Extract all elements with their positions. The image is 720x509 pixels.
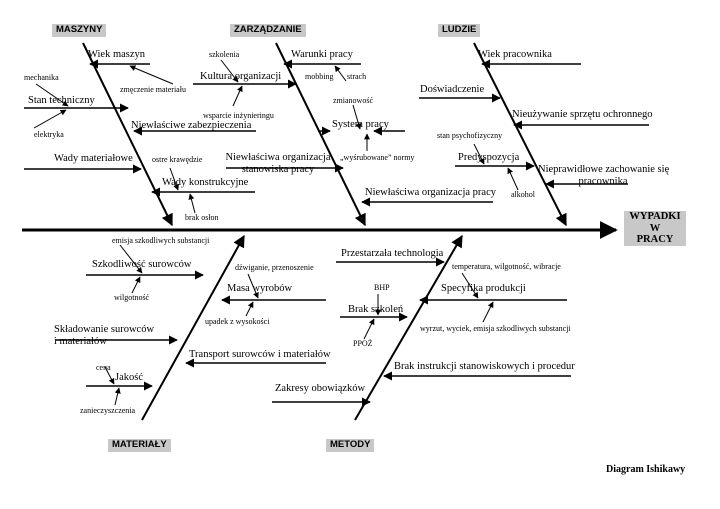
cause-arrow: [473, 143, 485, 165]
label-zakresy-obowiazkow: Zakresy obowiązków: [275, 383, 366, 394]
effect-box: WYPADKI W PRACY: [624, 211, 686, 246]
label-wysrubowane: „wyśrubowane” normy: [340, 153, 415, 162]
label-kultura-organizacji: Kultura organizacji: [200, 71, 282, 82]
label-nieuzywanie: Nieużywanie sprzętu ochronnego: [512, 109, 653, 120]
cause-arrow: [232, 85, 243, 107]
label-brak-szkolen: Brak szkoleń: [348, 304, 404, 315]
category-zarzadzanie: ZARZĄDZANIE: [230, 24, 306, 37]
cause-arrow: [247, 273, 259, 299]
effect-line-3: PRACY: [636, 234, 674, 246]
label-masa-wyrobow: Masa wyrobów: [227, 283, 293, 294]
label-szkolenia: szkolenia: [209, 50, 240, 59]
label-warunki-pracy: Warunki pracy: [291, 49, 353, 60]
effect-line-2: W: [649, 222, 661, 234]
label-mechanika: mechanika: [24, 73, 59, 82]
cause-arrow: [131, 276, 141, 294]
cause-arrow: [35, 83, 69, 107]
cause-arrow: [129, 65, 174, 85]
label-bhp: BHP: [374, 283, 390, 292]
label-brak-instrukcji: Brak instrukcji stanowiskowych i procedu…: [394, 361, 575, 372]
label-niewlasciwa-org-line-1: Niewłaściwa organizacja: [225, 152, 331, 163]
label-emisja: emisja szkodliwych substancji: [112, 236, 210, 245]
label-wyrzut: wyrzut, wyciek, emisja szkodliwych subst…: [420, 324, 571, 333]
category-maszyny: MASZYNY: [52, 24, 107, 37]
label-niewlasciwe-zabezpieczenia: Niewłaściwe zabezpieczenia: [131, 120, 252, 131]
rib-maszyny: [82, 42, 173, 227]
label-nieprawidlowe-zachowanie: Nieprawidłowe zachowanie się pracownika: [538, 164, 670, 188]
label-przestarzala-technologia: Przestarzała technologia: [341, 248, 444, 259]
label-upadek: upadek z wysokości: [205, 317, 270, 326]
cause-arrow: [461, 272, 479, 299]
label-szkodliwosc-surowcow: Szkodliwość surowców: [92, 259, 192, 270]
label-temperatura: temperatura, wilgotność, wibracje: [452, 262, 561, 271]
label-transport: Transport surowców i materiałów: [189, 349, 331, 360]
label-ppoz: PPOŻ: [353, 339, 373, 348]
label-wiek-maszyn: Wiek maszyn: [88, 49, 146, 60]
label-wilgotnosc: wilgotność: [114, 293, 150, 302]
rib-zarzadzanie: [275, 42, 366, 227]
label-doswiadczenie: Doświadczenie: [420, 84, 485, 95]
cause-arrow: [245, 301, 254, 317]
label-wiek-pracownika: Wiek pracownika: [478, 49, 552, 60]
label-niewlasciwa-org-pracy: Niewłaściwa organizacja pracy: [365, 187, 496, 198]
label-wsparcie: wsparcie inżynieringu: [203, 111, 274, 120]
label-nieprawidlowe-line-2: pracownika: [578, 176, 628, 188]
cause-arrow: [169, 167, 179, 191]
cause-arrow: [33, 109, 67, 129]
label-skladowanie-line-2: i materiałów: [54, 336, 107, 348]
cause-arrow: [363, 318, 375, 340]
effect-line-1: WYPADKI: [629, 211, 681, 222]
cause-arrow: [104, 366, 115, 385]
category-metody: METODY: [326, 439, 375, 452]
label-niewlasciwa-org-line-2: stanowiska pracy: [241, 164, 315, 176]
label-stan-psychofizyczny: stan psychofizyczny: [437, 131, 503, 140]
label-ostre-krawedzie: ostre krawędzie: [152, 155, 203, 164]
label-stan-techniczny: Stan techniczny: [28, 95, 95, 106]
label-nieprawidlowe-line-1: Nieprawidłowe zachowanie się: [538, 164, 670, 175]
cause-arrow: [114, 387, 121, 406]
label-niewlasciwa-org-stanowiska: Niewłaściwa organizacja stanowiska pracy: [222, 152, 334, 176]
label-wady-materialowe: Wady materiałowe: [54, 153, 133, 164]
label-dzwiganie: dźwiganie, przenoszenie: [235, 263, 314, 272]
label-cena: cena: [96, 363, 111, 372]
label-zanieczyszczenia: zanieczyszczenia: [80, 406, 136, 415]
rib-materialy: [141, 234, 245, 421]
cause-arrow: [220, 59, 239, 83]
label-zmianowosc: zmianowość: [333, 96, 373, 105]
cause-arrow: [352, 104, 362, 130]
cause-arrow: [334, 65, 347, 82]
label-strach: strach: [347, 72, 367, 81]
category-ludzie: LUDZIE: [438, 24, 481, 37]
rib-ludzie: [473, 42, 567, 227]
label-predyspozycja: Predyspozycja: [458, 152, 520, 163]
cause-arrow: [188, 193, 196, 214]
label-skladowanie-line-1: Składowanie surowców: [54, 324, 155, 335]
diagram-caption: Diagram Ishikawy: [606, 464, 686, 475]
label-jakosc: Jakość: [115, 372, 143, 383]
cause-arrow: [119, 244, 143, 274]
label-system-pracy: System pracy: [332, 119, 389, 130]
label-brak-oslon: brak osłon: [185, 213, 219, 222]
cause-arrow: [507, 167, 519, 191]
cause-arrow: [482, 301, 494, 323]
rib-metody: [354, 234, 463, 421]
label-zmeczenie: zmęczenie materiału: [120, 85, 186, 94]
category-materialy: MATERIAŁY: [108, 439, 171, 452]
label-mobbing: mobbing: [305, 72, 334, 81]
label-alkohol: alkohol: [511, 190, 535, 199]
label-specyfika-produkcji: Specyfika produkcji: [441, 283, 526, 294]
label-skladowanie: Składowanie surowców i materiałów: [54, 324, 154, 348]
label-elektryka: elektryka: [34, 130, 64, 139]
label-wady-konstrukcyjne: Wady konstrukcyjne: [162, 177, 249, 188]
